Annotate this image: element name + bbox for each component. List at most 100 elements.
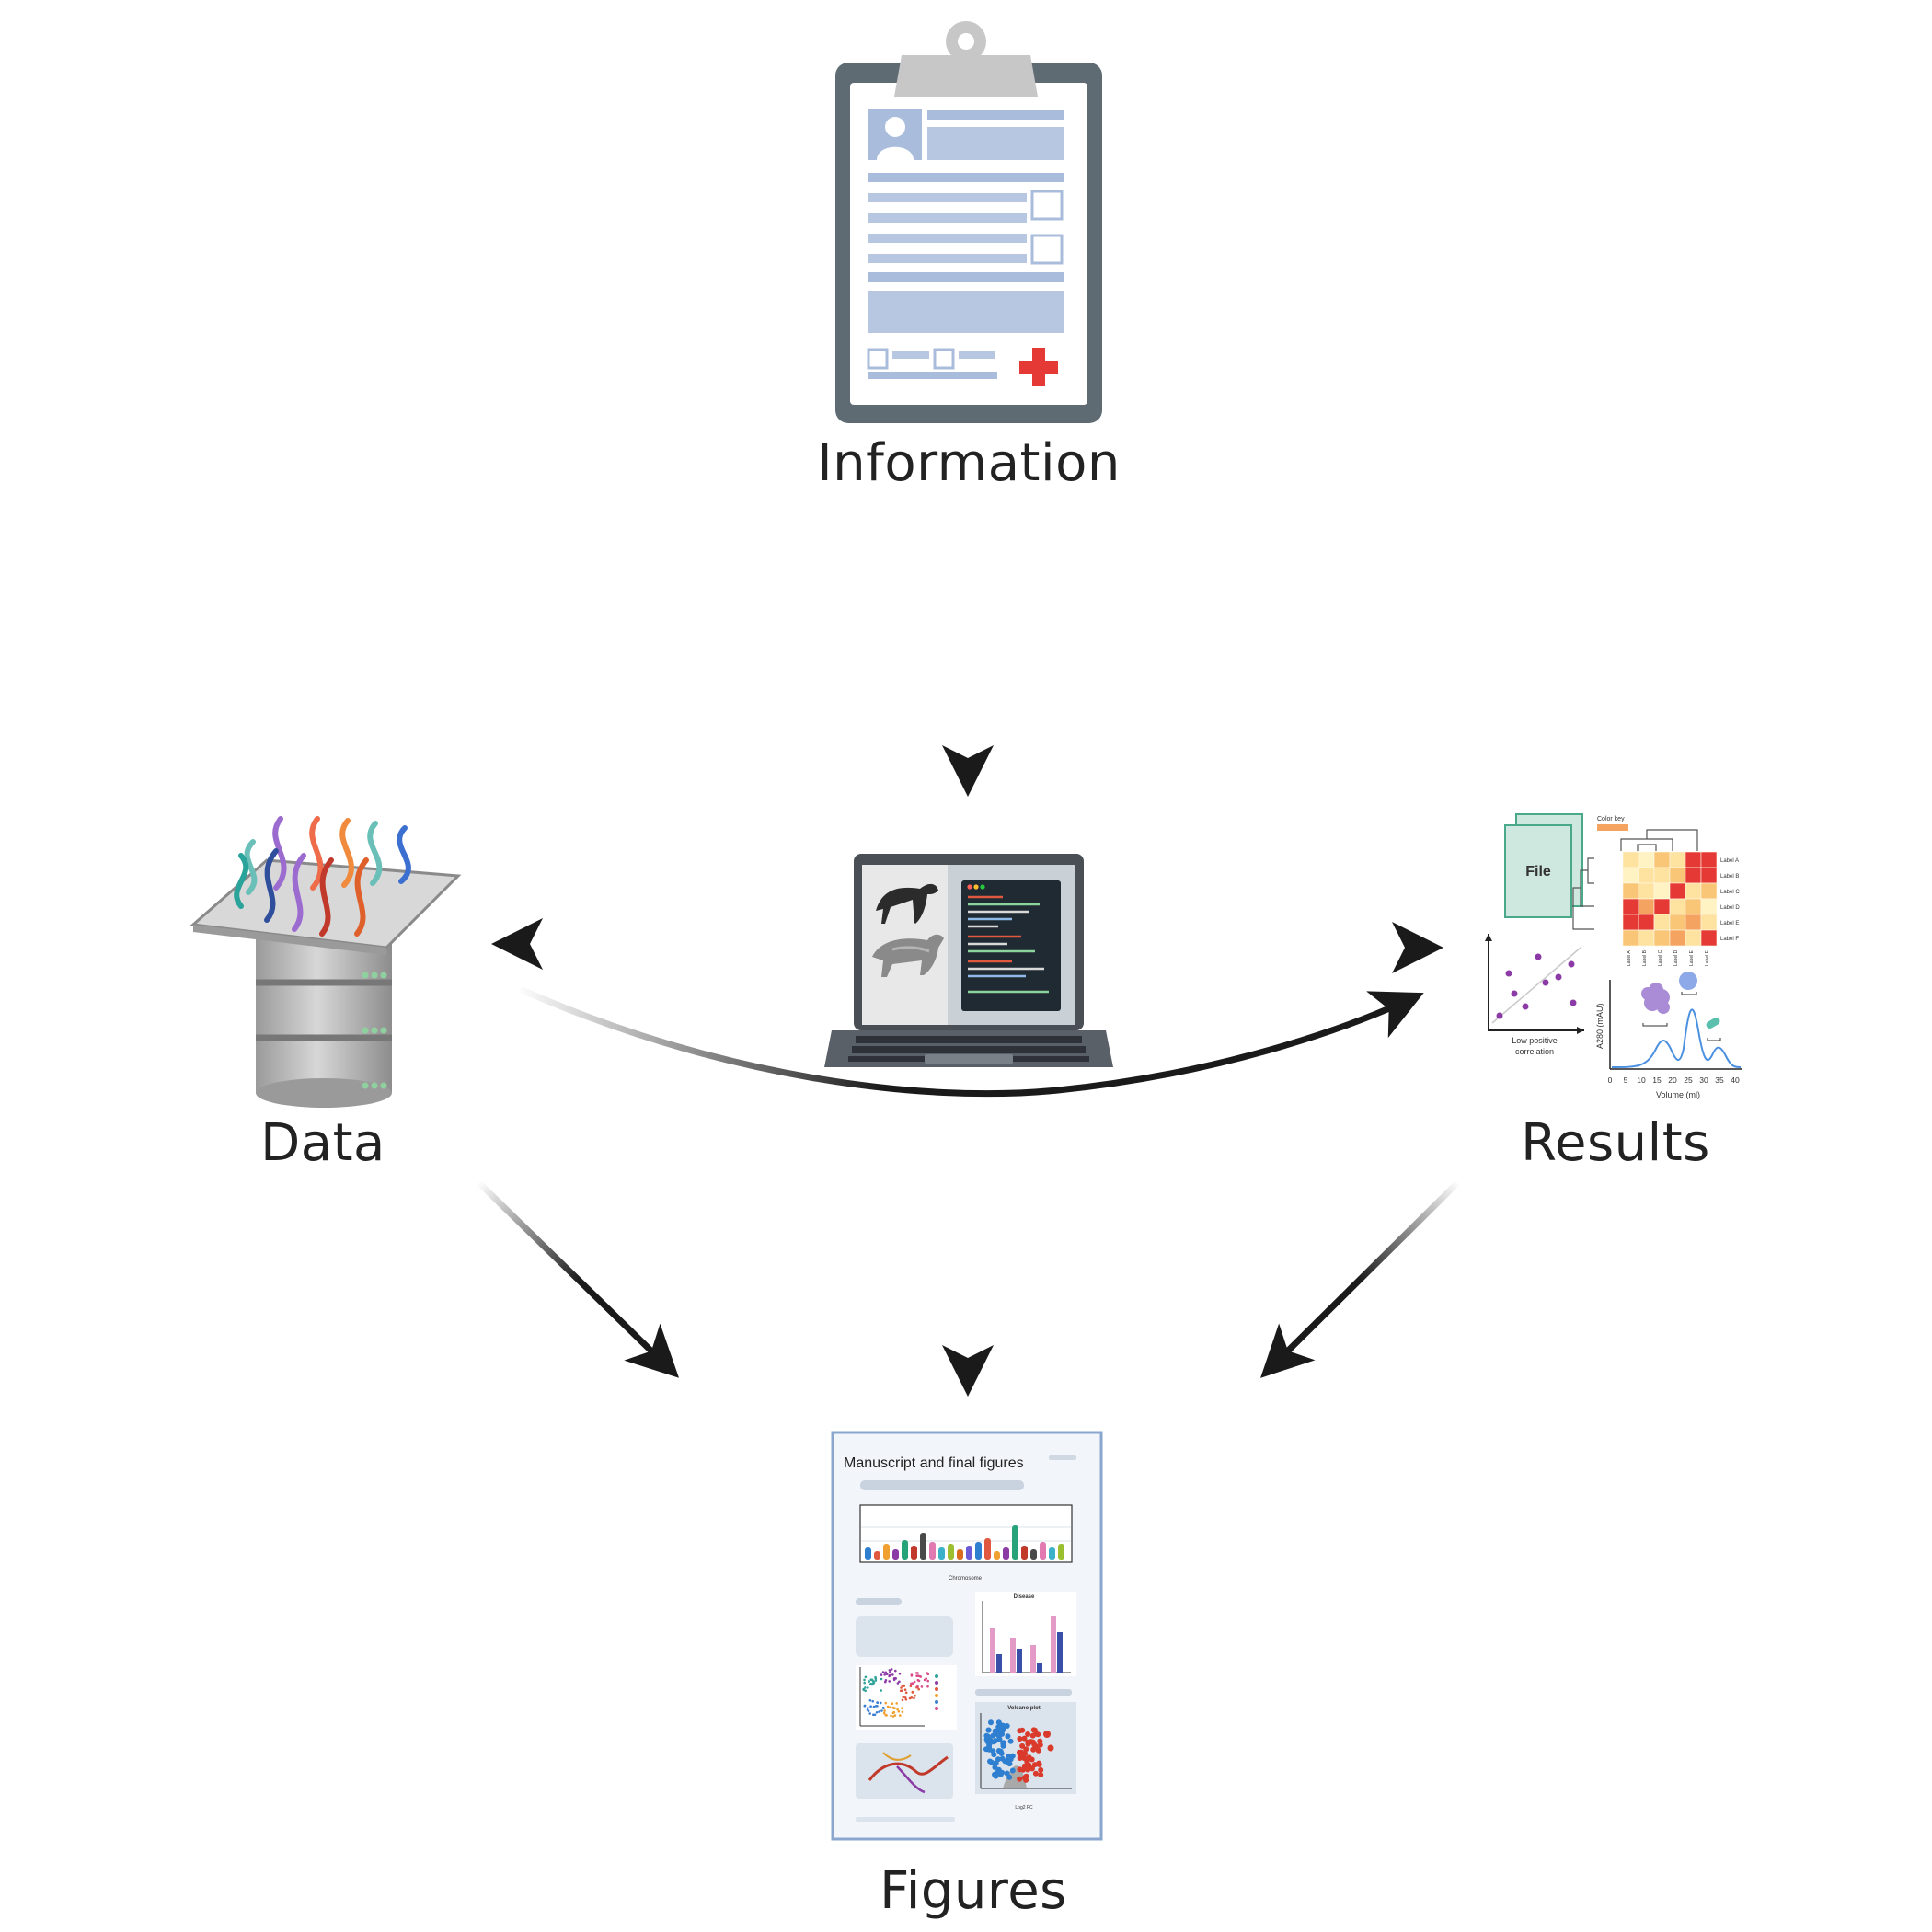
- heatmap-cell: [1685, 914, 1702, 931]
- chromatogram-tick: 25: [1684, 1075, 1693, 1085]
- tsne-point: [869, 1705, 872, 1708]
- tsne-point: [915, 1674, 918, 1677]
- heatmap-cell: [1638, 914, 1655, 931]
- heatmap-cell: [1685, 929, 1702, 947]
- tsne-point: [881, 1671, 885, 1673]
- tsne-point: [910, 1696, 914, 1699]
- chromatogram-tick: 20: [1668, 1075, 1677, 1085]
- heatmap-cell: [1638, 867, 1655, 884]
- volcano-point: [1023, 1773, 1029, 1779]
- tsne-point: [911, 1682, 914, 1685]
- tsne-point: [884, 1701, 888, 1705]
- heatmap-col-label: Label A: [1627, 950, 1632, 966]
- color-key-label: Color key: [1597, 816, 1625, 822]
- heatmap-row-label: Label A: [1720, 858, 1739, 864]
- tsne-point: [881, 1706, 885, 1709]
- laptop-icon: [824, 854, 1113, 1067]
- protein-blob-icon: [1706, 1018, 1720, 1029]
- volcano-point: [1017, 1736, 1023, 1742]
- tsne-point: [871, 1680, 875, 1683]
- volcano-point: [995, 1748, 1002, 1754]
- heatmap-col-label: Label B: [1642, 949, 1648, 966]
- volcano-point: [995, 1766, 1002, 1773]
- manhattan-bar: [892, 1549, 899, 1560]
- manhattan-bar: [957, 1549, 963, 1560]
- tsne-point: [883, 1709, 886, 1712]
- heatmap-cell: [1700, 898, 1718, 915]
- tsne-legend-dot: [935, 1694, 938, 1697]
- tsne-point: [862, 1688, 866, 1692]
- tsne-point: [893, 1707, 896, 1709]
- bar-chart-bar: [990, 1628, 995, 1673]
- tsne-point: [891, 1702, 894, 1705]
- heatmap-cell: [1653, 914, 1671, 931]
- tsne-point: [880, 1689, 882, 1692]
- volcano-point: [1021, 1735, 1028, 1742]
- tsne-point: [904, 1691, 908, 1695]
- volcano-point: [1031, 1727, 1038, 1733]
- tsne-point: [913, 1680, 916, 1684]
- manhattan-plot: Chromosome: [859, 1504, 1073, 1581]
- tsne-point: [911, 1691, 914, 1694]
- chromatogram-tick: 15: [1652, 1075, 1662, 1085]
- volcano-point: [1032, 1770, 1039, 1777]
- tsne-point: [885, 1714, 888, 1717]
- tsne-point: [864, 1675, 868, 1679]
- heatmap-col-label: Label F: [1705, 950, 1710, 966]
- manhattan-bar: [1021, 1546, 1028, 1560]
- manhattan-bar: [984, 1538, 991, 1560]
- heatmap-cell: [1638, 929, 1655, 947]
- bar-chart-title: Disease: [1014, 1594, 1035, 1600]
- manhattan-bar: [975, 1542, 982, 1560]
- manhattan-bar: [1030, 1549, 1037, 1560]
- db-cylinder: [256, 929, 392, 1108]
- volcano-point: [992, 1765, 998, 1770]
- tsne-point: [897, 1709, 901, 1713]
- heatmap-cell: [1685, 882, 1702, 900]
- tsne-points: [862, 1668, 938, 1718]
- tsne-point: [898, 1680, 901, 1684]
- heatmap-col-label: Label D: [1673, 949, 1679, 966]
- manhattan-bar: [1012, 1525, 1018, 1560]
- volcano-point: [1034, 1743, 1041, 1750]
- volcano-xlabel: Log2 FC: [1015, 1805, 1033, 1811]
- heatmap-col-label: Label C: [1658, 949, 1663, 966]
- volcano-point: [986, 1744, 993, 1751]
- file-icon: File: [1504, 813, 1583, 918]
- manhattan-bar: [1058, 1544, 1064, 1560]
- tsne-point: [867, 1709, 870, 1713]
- volcano-point: [1017, 1776, 1023, 1782]
- bar-chart-bar: [1057, 1632, 1063, 1673]
- arrows: [476, 511, 1461, 1397]
- tsne-point: [882, 1711, 886, 1715]
- heatmap-cell: [1700, 882, 1718, 900]
- tsne-point: [878, 1710, 880, 1713]
- arrow-data-to-results-curve: [518, 985, 1424, 1098]
- tsne-point: [901, 1710, 904, 1714]
- tsne-point: [919, 1675, 923, 1678]
- node-label-figures: Figures: [880, 1861, 1067, 1921]
- bar-chart-bar: [1010, 1638, 1016, 1673]
- manuscript-page: Manuscript and final figures Chromosome …: [831, 1431, 1103, 1841]
- bar-chart-bars: [990, 1616, 1063, 1673]
- volcano-point: [988, 1719, 994, 1726]
- volcano-point: [1000, 1742, 1006, 1749]
- color-key-bar: [1597, 824, 1628, 831]
- heatmap-cell: [1653, 898, 1671, 915]
- tsne-point: [868, 1683, 872, 1686]
- heatmap-cell: [1638, 898, 1655, 915]
- manhattan-bar: [902, 1540, 908, 1560]
- volcano-point: [992, 1771, 997, 1777]
- tsne-point: [896, 1708, 899, 1711]
- tsne-point: [863, 1681, 866, 1685]
- tsne-point: [884, 1671, 888, 1674]
- bar-chart-bar: [1017, 1649, 1022, 1673]
- volcano-point: [990, 1732, 996, 1739]
- tsne-point: [890, 1668, 893, 1671]
- tsne-point: [892, 1710, 896, 1714]
- protein-blob-icon: [1679, 972, 1697, 990]
- volcano-point: [997, 1771, 1004, 1777]
- tsne-point: [925, 1677, 927, 1680]
- volcano-point: [1047, 1744, 1054, 1752]
- code-lines: [968, 895, 1049, 994]
